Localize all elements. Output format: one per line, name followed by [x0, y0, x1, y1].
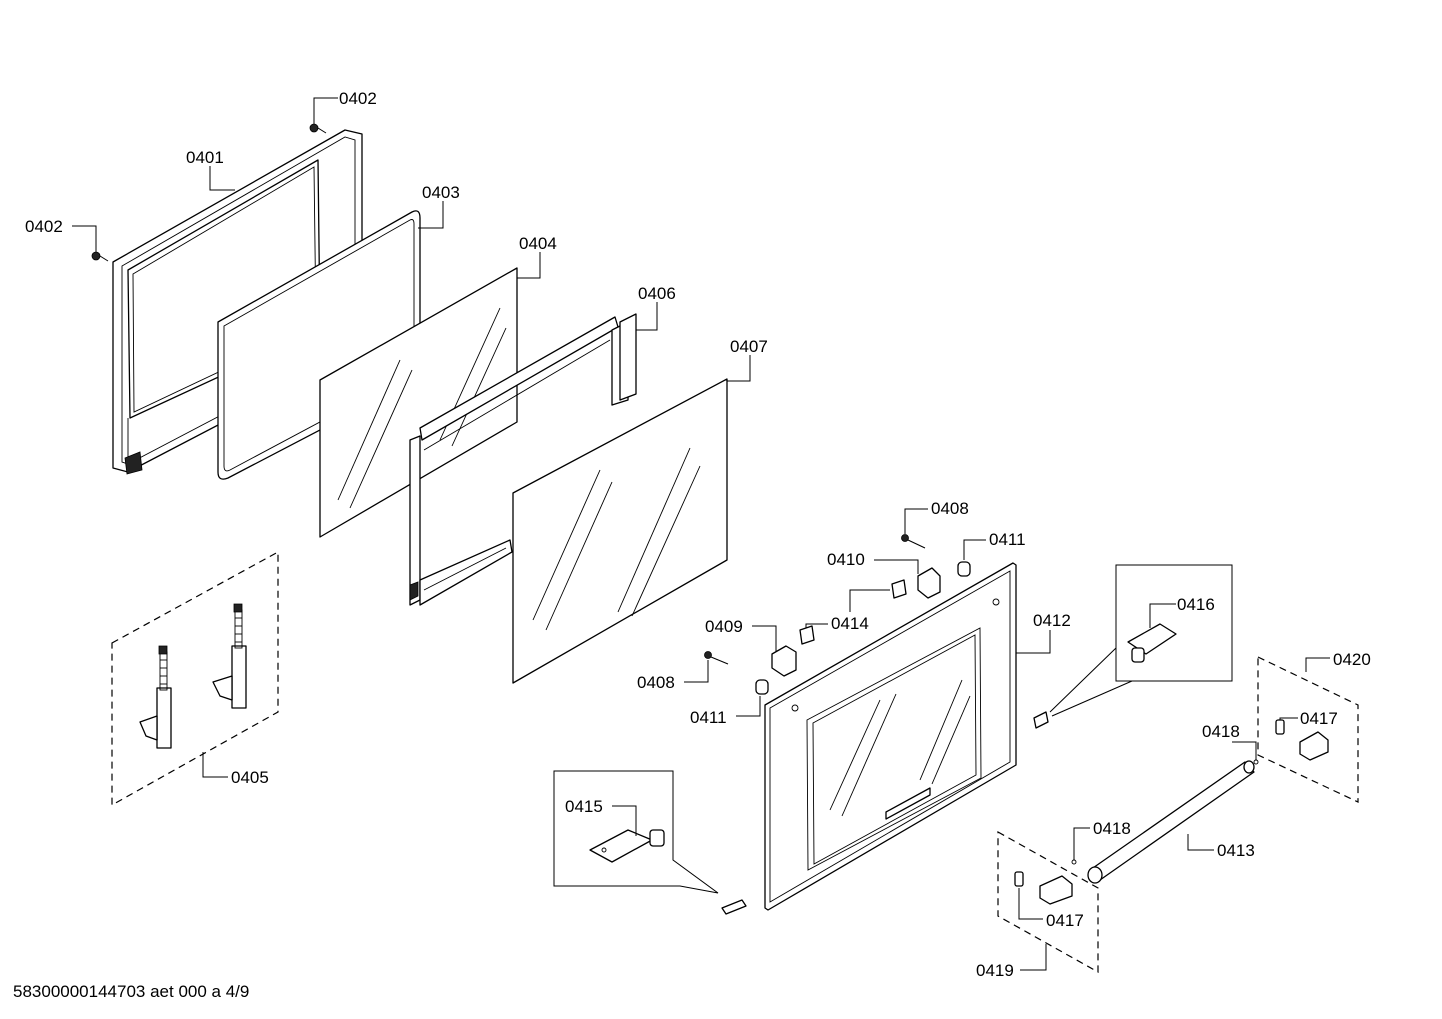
part-0409-bracket-bottom: [771, 645, 797, 677]
document-footer-id: 58300000144703 aet 000 a 4/9: [13, 982, 249, 1001]
label-0407: 0407: [730, 337, 768, 356]
label-0401: 0401: [186, 148, 224, 167]
label-0413: 0413: [1217, 841, 1255, 860]
part-labels: 0402 0401 0402 0403 0404 0406 0407 0405 …: [25, 89, 1371, 980]
label-0408-top: 0408: [931, 499, 969, 518]
label-0412: 0412: [1033, 611, 1071, 630]
part-0408-screw-bottom: [704, 651, 729, 665]
part-0414-clip-top: [891, 579, 907, 599]
label-0417-right: 0417: [1300, 709, 1338, 728]
part-0404-glass-pane: [319, 267, 518, 538]
label-0415: 0415: [565, 797, 603, 816]
part-0410-bracket-top: [917, 567, 941, 599]
part-0402-screw-top: [309, 123, 327, 134]
label-0420: 0420: [1333, 650, 1371, 669]
part-0406-glass-holder: [409, 313, 637, 606]
part-0402-screw-left: [91, 251, 109, 262]
part-0419-end-cap-set: [997, 830, 1099, 974]
part-0411-cap-top: [957, 561, 971, 577]
label-0409: 0409: [705, 617, 743, 636]
label-0402-top: 0402: [339, 89, 377, 108]
label-0418-left: 0418: [1093, 819, 1131, 838]
part-0420-end-cap-set: [1253, 656, 1359, 803]
label-0416: 0416: [1177, 595, 1215, 614]
label-0414: 0414: [831, 614, 869, 633]
label-0406: 0406: [638, 284, 676, 303]
part-0407-glass-pane: [512, 378, 728, 684]
leader-lines: [72, 97, 1330, 971]
label-0417-left: 0417: [1046, 911, 1084, 930]
label-0410: 0410: [827, 550, 865, 569]
label-0408-bottom: 0408: [637, 673, 675, 692]
part-0413-handle-bar: [1087, 760, 1255, 884]
part-0414-clip-bottom: [799, 625, 815, 645]
part-0408-screw-top: [901, 534, 926, 549]
label-0411-top: 0411: [989, 530, 1026, 549]
part-0405-hinge-set: [111, 550, 279, 807]
label-0418-right: 0418: [1202, 722, 1240, 741]
label-0403: 0403: [422, 183, 460, 202]
part-0415-detail-box: [553, 770, 747, 915]
label-0411-bottom: 0411: [690, 708, 727, 727]
part-0416-detail-box: [1033, 564, 1233, 729]
part-0412-outer-door: [764, 562, 1017, 911]
label-0405: 0405: [231, 768, 269, 787]
label-0402-left: 0402: [25, 217, 63, 236]
label-0419: 0419: [976, 961, 1014, 980]
label-0404: 0404: [519, 234, 557, 253]
part-0411-cap-bottom: [755, 679, 769, 695]
